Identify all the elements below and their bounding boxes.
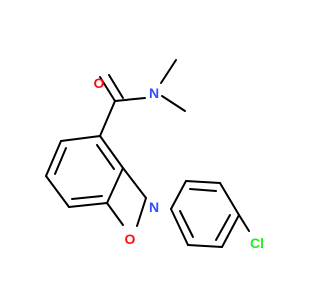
bond xyxy=(114,97,146,102)
bond xyxy=(68,202,108,208)
bond xyxy=(238,214,250,232)
bond xyxy=(221,214,240,248)
bond xyxy=(99,135,124,169)
bond xyxy=(99,76,116,102)
bond xyxy=(170,208,189,246)
amide-oxygen-label: O xyxy=(94,75,105,91)
bond xyxy=(185,180,221,184)
bond xyxy=(170,180,187,210)
bond xyxy=(60,135,101,142)
bond xyxy=(122,167,147,199)
bond xyxy=(187,244,223,248)
chlorine-label: Cl xyxy=(250,235,264,251)
bond xyxy=(71,195,103,200)
bond xyxy=(106,202,124,226)
bond xyxy=(45,175,70,208)
bond xyxy=(189,188,217,192)
bond xyxy=(179,210,194,238)
bond xyxy=(215,214,231,241)
molecule-structure: O N N O Cl xyxy=(45,59,264,251)
atom-labels: O N N O Cl xyxy=(94,75,264,251)
bond xyxy=(106,167,124,204)
amide-nitrogen-label: N xyxy=(149,85,159,101)
bond xyxy=(45,140,62,177)
bond xyxy=(99,100,116,137)
ring-nitrogen-label: N xyxy=(149,199,159,215)
carbonyl-oxygen-label: O xyxy=(125,231,136,247)
bond xyxy=(54,147,67,175)
bonds xyxy=(45,59,250,248)
bond xyxy=(96,144,115,170)
bond xyxy=(136,197,147,227)
bond xyxy=(161,95,186,112)
bond xyxy=(108,74,124,99)
bond xyxy=(219,182,240,216)
bond xyxy=(160,59,177,84)
